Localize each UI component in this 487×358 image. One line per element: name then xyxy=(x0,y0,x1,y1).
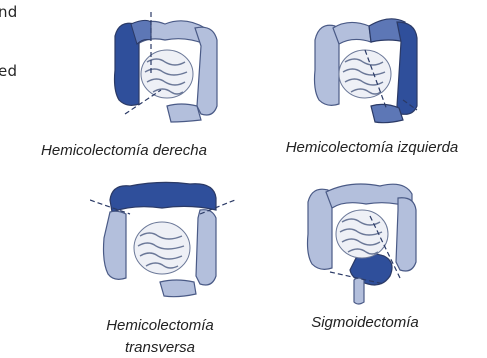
diagram-sigmoidectomia xyxy=(300,176,425,306)
caption-line: Hemicolectomía xyxy=(60,315,260,337)
small-bowel xyxy=(336,210,388,258)
small-bowel xyxy=(339,50,391,98)
cropped-text-line-2: ed xyxy=(0,62,17,80)
caption-hemicolectomia-transversa: Hemicolectomía transversa xyxy=(60,315,260,358)
small-bowel xyxy=(134,222,190,274)
diagram-hemicolectomia-derecha xyxy=(105,10,227,132)
diagram-hemicolectomia-transversa xyxy=(90,178,235,308)
caption-line: Hemicolectomía derecha xyxy=(14,140,234,162)
caption-hemicolectomia-izquierda: Hemicolectomía izquierda xyxy=(258,137,486,159)
caption-line: Sigmoidectomía xyxy=(280,312,450,334)
diagram-hemicolectomia-izquierda xyxy=(305,10,427,132)
caption-hemicolectomia-derecha: Hemicolectomía derecha xyxy=(14,140,234,162)
small-bowel xyxy=(141,50,193,98)
caption-line: transversa xyxy=(60,337,260,358)
caption-sigmoidectomia: Sigmoidectomía xyxy=(280,312,450,334)
caption-line: Hemicolectomía izquierda xyxy=(258,137,486,159)
cropped-text-line-1: nd xyxy=(0,3,18,21)
